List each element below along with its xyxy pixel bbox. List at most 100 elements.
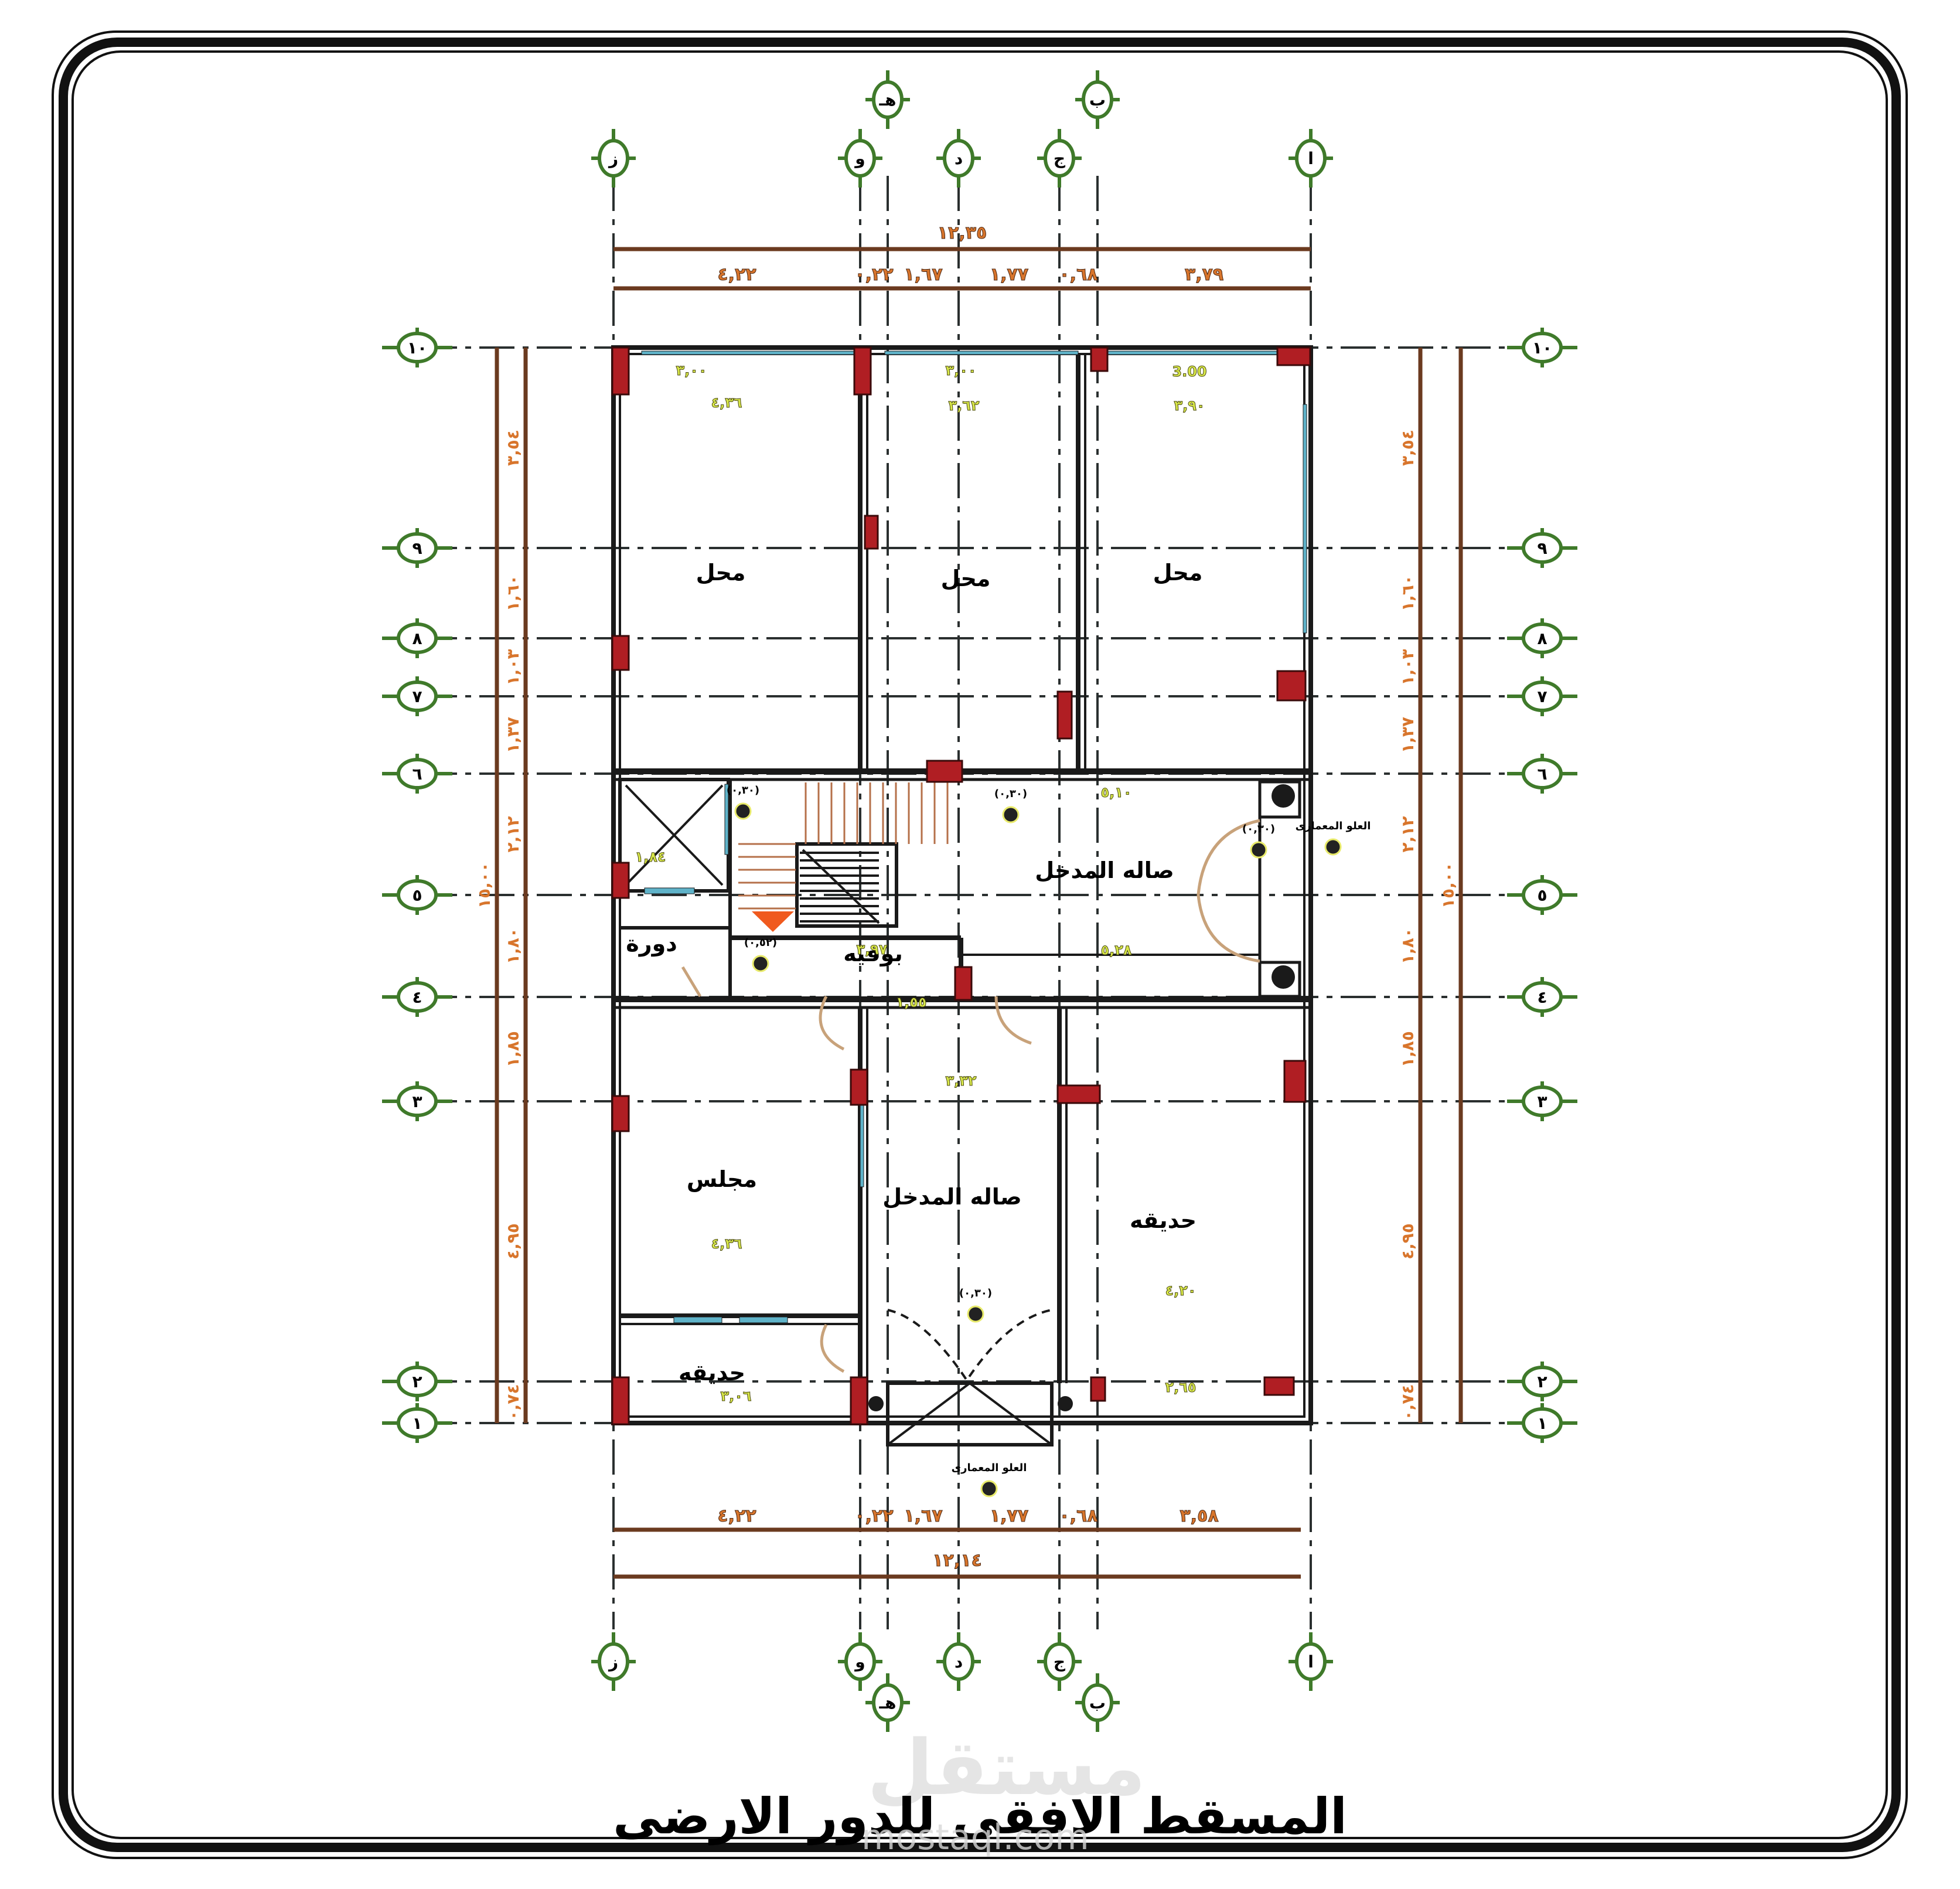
svg-text:١٢,١٤: ١٢,١٤ xyxy=(932,1550,982,1571)
svg-text:٤,٢٠: ٤,٢٠ xyxy=(1165,1282,1196,1299)
svg-text:١,٨٤: ١,٨٤ xyxy=(635,849,666,865)
svg-text:٣,٩٠: ٣,٩٠ xyxy=(1174,397,1205,414)
svg-text:٢: ٢ xyxy=(1537,1372,1547,1391)
svg-text:١,٣٧: ١,٣٧ xyxy=(503,717,523,753)
svg-text:١,٦٠: ١,٦٠ xyxy=(1398,575,1417,611)
svg-text:١,٦٠: ١,٦٠ xyxy=(503,575,523,611)
svg-text:١,٣٧: ١,٣٧ xyxy=(1398,717,1417,753)
doors xyxy=(681,819,1260,1383)
svg-text:٥: ٥ xyxy=(412,886,422,905)
svg-text:٢,١٢: ٢,١٢ xyxy=(503,816,523,853)
grid-bubble-row: ١٠ xyxy=(382,328,452,367)
svg-text:١٢,٣٥: ١٢,٣٥ xyxy=(938,223,987,243)
svg-text:٦: ٦ xyxy=(1537,764,1547,784)
grid-bubble-row: ١ xyxy=(1507,1403,1577,1443)
svg-text:هـ: هـ xyxy=(879,90,897,110)
svg-text:(٠,٣٠): (٠,٣٠) xyxy=(994,788,1027,800)
column xyxy=(611,635,630,671)
svg-text:د: د xyxy=(955,149,963,168)
svg-text:و: و xyxy=(854,149,865,168)
svg-text:(٠,٥٢): (٠,٥٢) xyxy=(744,937,777,949)
svg-text:٣,٥٤: ٣,٥٤ xyxy=(1398,430,1417,466)
column xyxy=(611,862,630,899)
svg-text:١,٧٧: ١,٧٧ xyxy=(990,1506,1028,1526)
column xyxy=(611,1095,630,1132)
svg-text:هـ: هـ xyxy=(879,1693,897,1713)
grid-bubble-row: ٥ xyxy=(1507,875,1577,915)
structural-columns xyxy=(611,346,1311,1425)
svg-text:١,٨٥: ١,٨٥ xyxy=(1398,1031,1417,1067)
svg-text:٩: ٩ xyxy=(1537,539,1547,558)
level-marker-icon xyxy=(752,955,769,972)
room-label: دورة xyxy=(626,931,677,957)
column xyxy=(1276,346,1311,366)
svg-text:١,٥٥: ١,٥٥ xyxy=(895,994,926,1010)
svg-text:٥: ٥ xyxy=(1537,886,1547,905)
grid-bubble-row: ١ xyxy=(382,1403,452,1443)
svg-text:٣,٩٧: ٣,٩٧ xyxy=(856,941,887,958)
column xyxy=(1276,670,1307,702)
level-marker-icon xyxy=(980,1480,998,1497)
svg-text:ب: ب xyxy=(1089,1693,1106,1713)
grid-bubble-col: ا xyxy=(1289,1632,1333,1691)
drawing-border-thick xyxy=(59,38,1901,1852)
column xyxy=(1056,690,1073,740)
grid-bubble-row: ٩ xyxy=(1507,528,1577,568)
svg-text:١٥,٠٠: ١٥,٠٠ xyxy=(1439,862,1458,908)
svg-text:٠,٢٢: ٠,٢٢ xyxy=(854,264,893,285)
svg-text:٠,٧٤: ٠,٧٤ xyxy=(503,1384,523,1421)
svg-text:ب: ب xyxy=(1089,90,1106,110)
level-marker-icon xyxy=(967,1305,984,1323)
grid-bubble-row: ٢ xyxy=(1507,1362,1577,1401)
column xyxy=(611,346,630,396)
svg-text:٣,٠٠: ٣,٠٠ xyxy=(945,362,976,379)
svg-text:٤: ٤ xyxy=(1537,988,1547,1007)
grid-bubble-col: ج xyxy=(1037,129,1082,188)
svg-text:٠,٧٤: ٠,٧٤ xyxy=(1398,1384,1417,1421)
level-marker-icon xyxy=(1002,806,1020,823)
grid-bubble-row: ٢ xyxy=(382,1362,452,1401)
svg-text:٣: ٣ xyxy=(1537,1092,1547,1111)
level-marker-icon xyxy=(1324,838,1342,856)
svg-text:٥,١٠: ٥,١٠ xyxy=(1100,784,1131,801)
svg-text:٩: ٩ xyxy=(412,539,422,558)
room-label: محل xyxy=(941,566,991,591)
drawing-border-inner xyxy=(71,50,1888,1839)
grid-bubble-row: ٨ xyxy=(1507,618,1577,658)
svg-text:(٠,٣٠): (٠,٣٠) xyxy=(727,784,759,797)
grid-bubble-row: ٣ xyxy=(1507,1081,1577,1121)
column xyxy=(1056,1084,1101,1104)
svg-text:ا: ا xyxy=(1308,149,1314,168)
svg-text:ز: ز xyxy=(608,1652,618,1672)
grid-lines xyxy=(422,176,1541,1629)
svg-text:و: و xyxy=(854,1652,865,1672)
grid-bubble-row: ٩ xyxy=(382,528,452,568)
svg-text:٣,٦٢: ٣,٦٢ xyxy=(948,397,979,414)
svg-text:٢: ٢ xyxy=(412,1372,422,1391)
level-marker-icon xyxy=(1250,841,1267,859)
column xyxy=(1283,1060,1307,1103)
svg-text:٣,٥٤: ٣,٥٤ xyxy=(503,430,523,466)
svg-text:٣,٠٠: ٣,٠٠ xyxy=(676,362,707,379)
svg-text:٤,٩٥: ٤,٩٥ xyxy=(1398,1223,1417,1260)
svg-text:ا: ا xyxy=(1308,1652,1314,1672)
grid-bubble-row: ٣ xyxy=(382,1081,452,1121)
column xyxy=(926,760,963,783)
column xyxy=(850,1068,868,1106)
grid-bubble-row: ٦ xyxy=(1507,754,1577,794)
svg-text:٤,٢٢: ٤,٢٢ xyxy=(717,264,756,285)
svg-text:١,٠٣: ١,٠٣ xyxy=(1398,649,1417,686)
column xyxy=(850,1376,868,1425)
svg-text:٠,٢٢: ٠,٢٢ xyxy=(854,1506,893,1526)
watermark-text: mostaql.com xyxy=(861,1817,1089,1858)
drawing-border-outer xyxy=(52,30,1908,1859)
grid-bubble-row: ٧ xyxy=(382,676,452,716)
grid-bubble-row: ٤ xyxy=(1507,977,1577,1017)
svg-text:٢,١٢: ٢,١٢ xyxy=(1398,816,1417,853)
level-marker-icon xyxy=(734,802,752,820)
